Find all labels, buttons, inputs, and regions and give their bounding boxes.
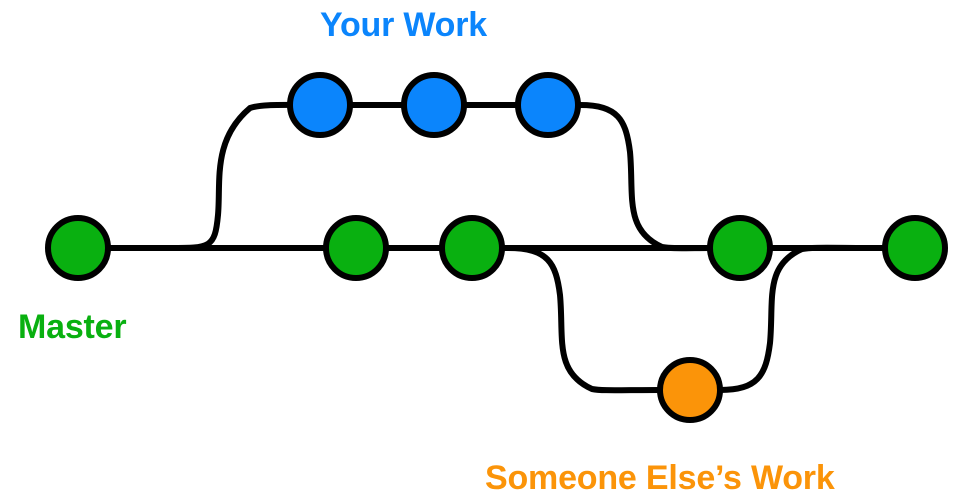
commit-node-master-commit-1[interactable] [45,215,111,281]
commit-node-master-merge-2[interactable] [882,215,948,281]
branch-edge-someone-else-merge [719,244,886,393]
branch-label-someone-elses-work: Someone Else’s Work [485,459,835,496]
commit-node-your-work-commit-1[interactable] [287,72,353,138]
branch-edge-your-work-fork [169,101,321,251]
branch-edge-your-work-merge [579,102,711,252]
branch-edge-someone-else-fork [507,245,661,394]
commit-node-someone-commit-1[interactable] [657,357,723,423]
commit-node-layer [45,72,948,423]
commit-node-master-commit-3[interactable] [439,215,505,281]
commit-node-your-work-commit-3[interactable] [515,72,581,138]
commit-node-master-commit-2[interactable] [323,215,389,281]
branch-label-your-work: Your Work [320,6,487,44]
commit-node-your-work-commit-2[interactable] [401,72,467,138]
commit-node-master-merge-1[interactable] [707,215,773,281]
branch-label-master: Master [18,308,126,346]
